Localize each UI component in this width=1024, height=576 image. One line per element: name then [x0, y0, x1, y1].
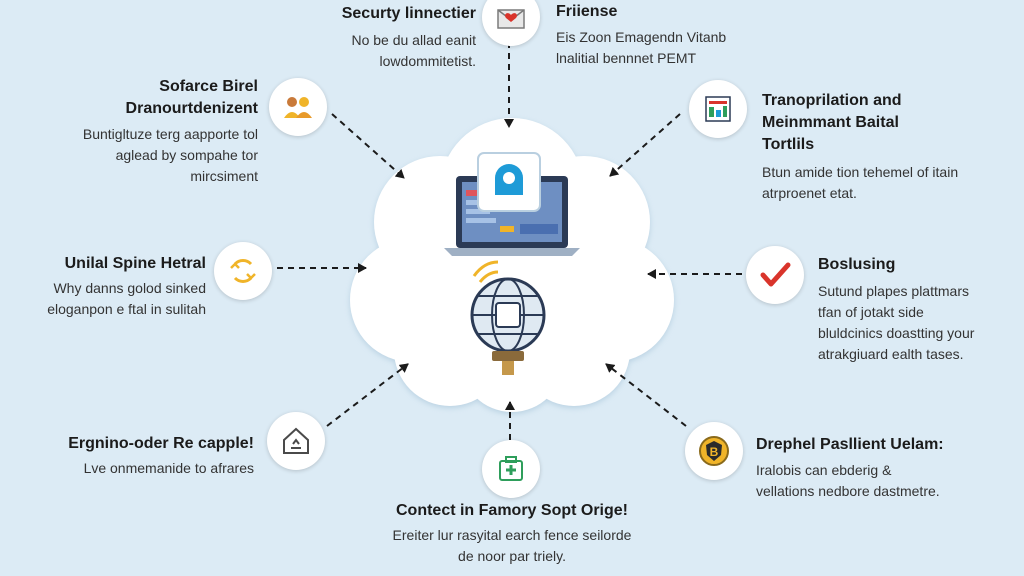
svg-text:B: B — [710, 445, 719, 459]
desc-line: Why danns golod sinked — [53, 280, 206, 296]
node-lower-right-title: Drephel Pasllient Uelam: — [756, 436, 944, 453]
desc-line: Ereiter lur rasyital earch fence seilord… — [392, 527, 632, 543]
globe-icon — [470, 260, 546, 375]
checkmark-icon — [746, 246, 804, 304]
arrow-lower-right — [605, 363, 687, 427]
node-mid-right-desc: Sutund plapes plattmars tfan of jotakt s… — [818, 281, 974, 365]
envelope-heart-icon — [482, 0, 540, 46]
node-bottom-desc: Ereiter lur rasyital earch fence seilord… — [312, 525, 712, 567]
title-line: Sofarce Birel — [159, 78, 258, 95]
node-top-title: Securty linnectier — [341, 5, 476, 22]
desc-line: aglead by sompahe tor — [115, 147, 258, 163]
node-top-desc: No be du allad eanit lowdommitetist. — [351, 30, 476, 72]
desc-line: Eis Zoon Emagendn Vitanb — [556, 29, 727, 45]
user-lock-icon — [477, 152, 541, 212]
desc-line: Buntigltuze terg aapporte tol — [82, 126, 258, 142]
node-mid-left-desc: Why danns golod sinked eloganpon e ftal … — [47, 278, 206, 320]
desc-line: atrakgiuard ealth tases. — [818, 346, 964, 362]
node-upper-right-title: Tranoprilation and Meinmmant Baital Tort… — [762, 90, 902, 156]
title-line: Dranourtdenizent — [125, 100, 258, 117]
node-upper-left-desc: Buntigltuze terg aapporte tol aglead by … — [83, 124, 258, 187]
node-mid-right-title: Boslusing — [818, 256, 896, 273]
node-bottom-title: Contect in Famory Sopt Orige! — [395, 502, 628, 519]
desc-line: Btun amide tion tehemel of itain — [762, 164, 959, 180]
desc-line: lnalitial bennnet PEMT — [556, 50, 697, 66]
title-line: Meinmmant Baital — [762, 114, 899, 131]
arrow-lower-left — [326, 363, 409, 427]
node-upper-right-desc: Btun amide tion tehemel of itain atrproe… — [762, 162, 958, 204]
desc-line: atrproenet etat. — [762, 185, 857, 201]
desc-line: Iralobis can ebderig & — [756, 462, 892, 478]
desc-line: eloganpon e ftal in sulitah — [47, 301, 206, 317]
arrow-upper-left — [331, 113, 405, 179]
arrow-upper-right — [609, 113, 681, 177]
node-lower-left-title: Ergnino-oder Re capple! — [68, 435, 254, 452]
desc-line: Sutund plapes plattmars — [818, 283, 969, 299]
house-icon — [267, 412, 325, 470]
sync-arrows-icon — [214, 242, 272, 300]
title-line: Tortlils — [762, 136, 815, 153]
desc-line: tfan of jotakt side — [818, 304, 924, 320]
desc-line: No be du allad eanit — [351, 32, 476, 48]
desc-line: de noor par triely. — [458, 548, 566, 564]
connector-arrows — [277, 42, 742, 440]
node-top-right-title: Friiense — [556, 3, 618, 20]
people-icon — [269, 78, 327, 136]
shield-coin-icon: B — [685, 422, 743, 480]
desc-line: mircsiment — [190, 168, 258, 184]
document-chart-icon — [689, 80, 747, 138]
desc-line: lowdommitetist. — [379, 53, 476, 69]
node-lower-left-desc: Lve onmemanide to afrares — [84, 458, 254, 479]
node-top-right-desc: Eis Zoon Emagendn Vitanb lnalitial bennn… — [556, 27, 726, 69]
node-lower-right-desc: Iralobis can ebderig & vellations nedbor… — [756, 460, 940, 502]
desc-line: bluldcinics doastting your — [818, 325, 975, 341]
desc-line: Lve onmemanide to afrares — [83, 460, 254, 476]
node-upper-left-title: Sofarce Birel Dranourtdenizent — [126, 76, 258, 120]
desc-line: vellations nedbore dastmetre. — [756, 483, 940, 499]
medical-box-icon — [482, 440, 540, 498]
node-mid-left-title: Unilal Spine Hetral — [64, 255, 206, 272]
title-line: Tranoprilation and — [762, 92, 902, 109]
